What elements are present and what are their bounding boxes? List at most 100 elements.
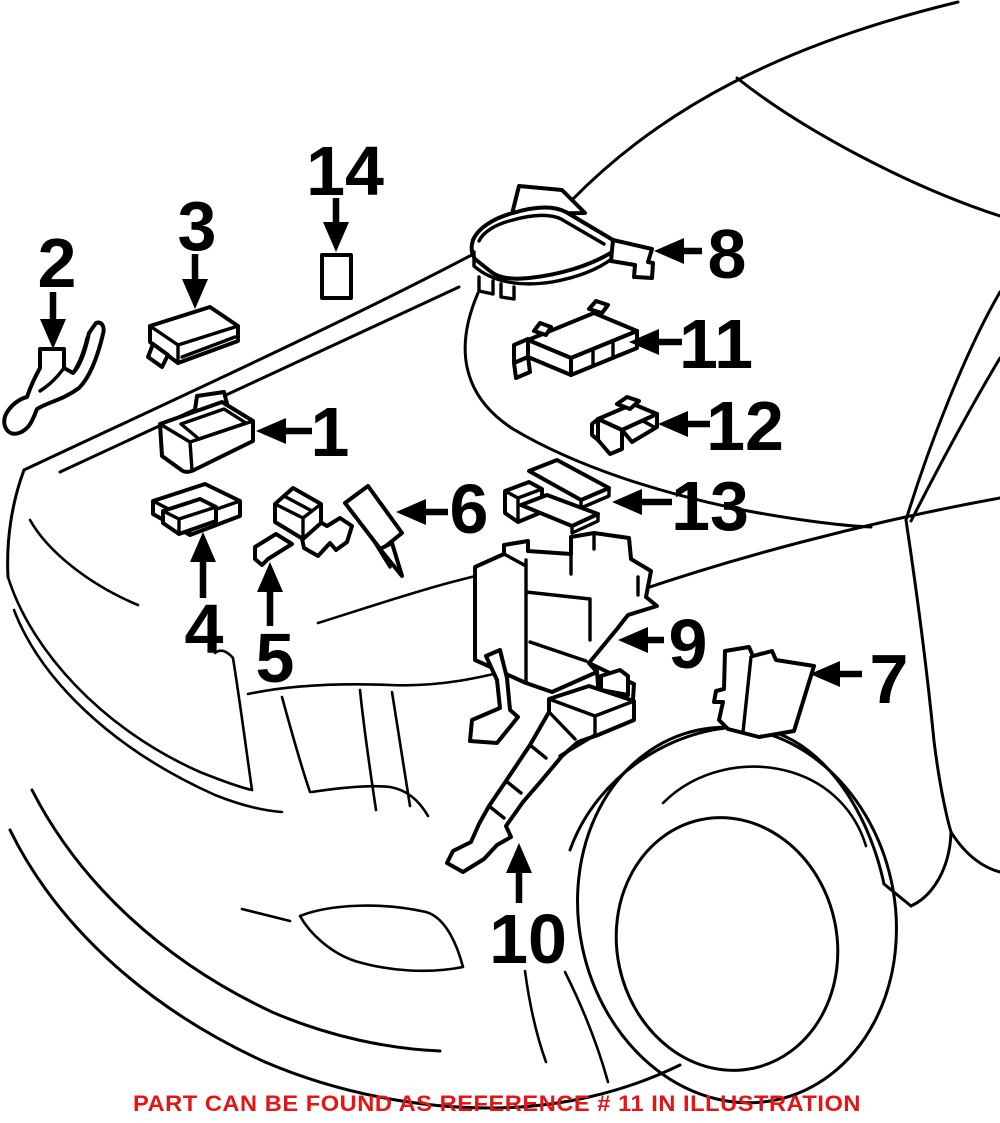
callout-6: 6 — [396, 470, 488, 548]
callout-11: 11 — [629, 305, 753, 383]
callout-13: 13 — [612, 467, 749, 545]
callout-13-label: 13 — [671, 467, 749, 545]
part-4-front-box-edges — [161, 505, 218, 536]
part-10-rails — [487, 697, 636, 820]
callout-7-arrow-head — [810, 661, 840, 687]
callout-8: 8 — [654, 215, 746, 293]
callout-10: 10 — [489, 843, 567, 978]
part-11-relay-block — [512, 299, 639, 380]
callout-7: 7 — [810, 640, 908, 718]
cowl-curve — [463, 291, 873, 529]
bumper-lip — [8, 828, 682, 1110]
part-13-lower-thickness — [570, 512, 600, 535]
part-8-fusebox-cover — [469, 184, 655, 301]
part-5-cube-edges — [273, 502, 323, 541]
callout-11-label: 11 — [679, 305, 753, 383]
callout-4: 4 — [185, 532, 224, 668]
car-outline — [6, 0, 1000, 1110]
callout-14-label: 14 — [306, 132, 384, 210]
part-11-connector-lower — [512, 355, 532, 380]
callout-3: 3 — [178, 187, 217, 309]
part-14-outline — [320, 253, 353, 300]
part-14-marker — [320, 253, 353, 300]
fender-top-line — [610, 496, 1000, 602]
part-5-arm — [253, 532, 294, 567]
callout-7-label: 7 — [870, 640, 909, 718]
part-5-relay-bracket — [253, 486, 354, 567]
bumper-corner-v2 — [563, 970, 610, 1084]
part-3-body — [148, 305, 240, 365]
grille-bar-right — [280, 695, 312, 794]
part-6-blade — [343, 484, 404, 552]
part-5-cube-crease — [282, 494, 314, 513]
part-12-relay — [590, 395, 659, 456]
callout-14-arrow-head — [323, 222, 349, 252]
grille-bar-left — [231, 656, 254, 792]
callout-1-label: 1 — [311, 393, 350, 471]
bumper-inner-sweep — [12, 608, 284, 814]
callout-1-arrow-head — [256, 418, 286, 444]
fog-lamp-opening — [298, 904, 465, 973]
part-illustrations — [2, 184, 816, 874]
callout-12-label: 12 — [706, 387, 784, 465]
callout-12: 12 — [658, 387, 784, 465]
fog-left-crease — [240, 907, 292, 923]
rocker-line — [949, 830, 1000, 874]
part-6-spike — [378, 541, 404, 578]
callout-12-arrow-head — [658, 411, 688, 437]
part-5-cube — [273, 486, 323, 541]
tire-outline — [576, 725, 898, 1105]
part-10-tab — [599, 668, 630, 697]
callout-9-arrow-head — [618, 627, 648, 653]
callout-4-label: 4 — [185, 590, 224, 668]
callout-8-label: 8 — [708, 215, 747, 293]
hood-left-corner — [6, 468, 26, 579]
part-6-cover-fin — [343, 484, 404, 578]
part-13-upper-thickness — [579, 486, 611, 510]
part-11-tab-left — [532, 321, 553, 337]
callout-11-arrow-head — [629, 329, 659, 355]
wheel-rim — [614, 816, 840, 1072]
part-8-thickness — [472, 250, 615, 286]
part-11-tab-right — [587, 299, 610, 315]
hood-crease — [58, 285, 461, 474]
part-7-outline — [712, 645, 816, 739]
callout-5-label: 5 — [256, 619, 295, 697]
part-12-notch — [641, 419, 656, 429]
callout-10-label: 10 — [489, 900, 567, 978]
part-2-bracket — [2, 320, 106, 436]
part-10-lower-bracket — [445, 668, 636, 874]
callouts: 1 2 3 4 5 6 7 — [38, 132, 909, 978]
part-7-crease — [741, 655, 753, 734]
grille-bar-hook — [213, 649, 235, 660]
part-3-top-edges — [148, 324, 240, 365]
a-pillar-rear — [909, 356, 1000, 523]
windshield-pillar-line — [735, 76, 1000, 218]
part-12-left-face — [590, 417, 600, 442]
a-pillar-front — [904, 290, 1000, 522]
callout-8-arrow-head — [654, 238, 684, 264]
callout-4-arrow-head — [190, 532, 216, 562]
part-3-connector — [146, 342, 170, 369]
part-8-foot — [609, 238, 655, 280]
callout-6-label: 6 — [450, 470, 489, 548]
door-lower-edge — [909, 830, 953, 908]
callout-9-label: 9 — [669, 605, 708, 683]
callout-3-arrow-head — [182, 279, 208, 309]
callout-14: 14 — [306, 132, 384, 252]
part-8-notch-1 — [477, 275, 495, 296]
callout-5-arrow-head — [257, 562, 283, 592]
callout-3-label: 3 — [178, 187, 217, 265]
part-12-right-face — [620, 412, 659, 444]
part-2-arm-edge — [71, 336, 89, 375]
roof-line — [570, 0, 960, 202]
callout-1: 1 — [256, 393, 349, 471]
callout-6-arrow-head — [396, 499, 426, 525]
bumper-corner-v1 — [523, 969, 548, 1064]
door-front-edge — [904, 518, 953, 834]
bumper-upper-sweep — [6, 575, 254, 792]
part-9-interior — [502, 531, 640, 685]
part-9-body — [473, 531, 659, 694]
